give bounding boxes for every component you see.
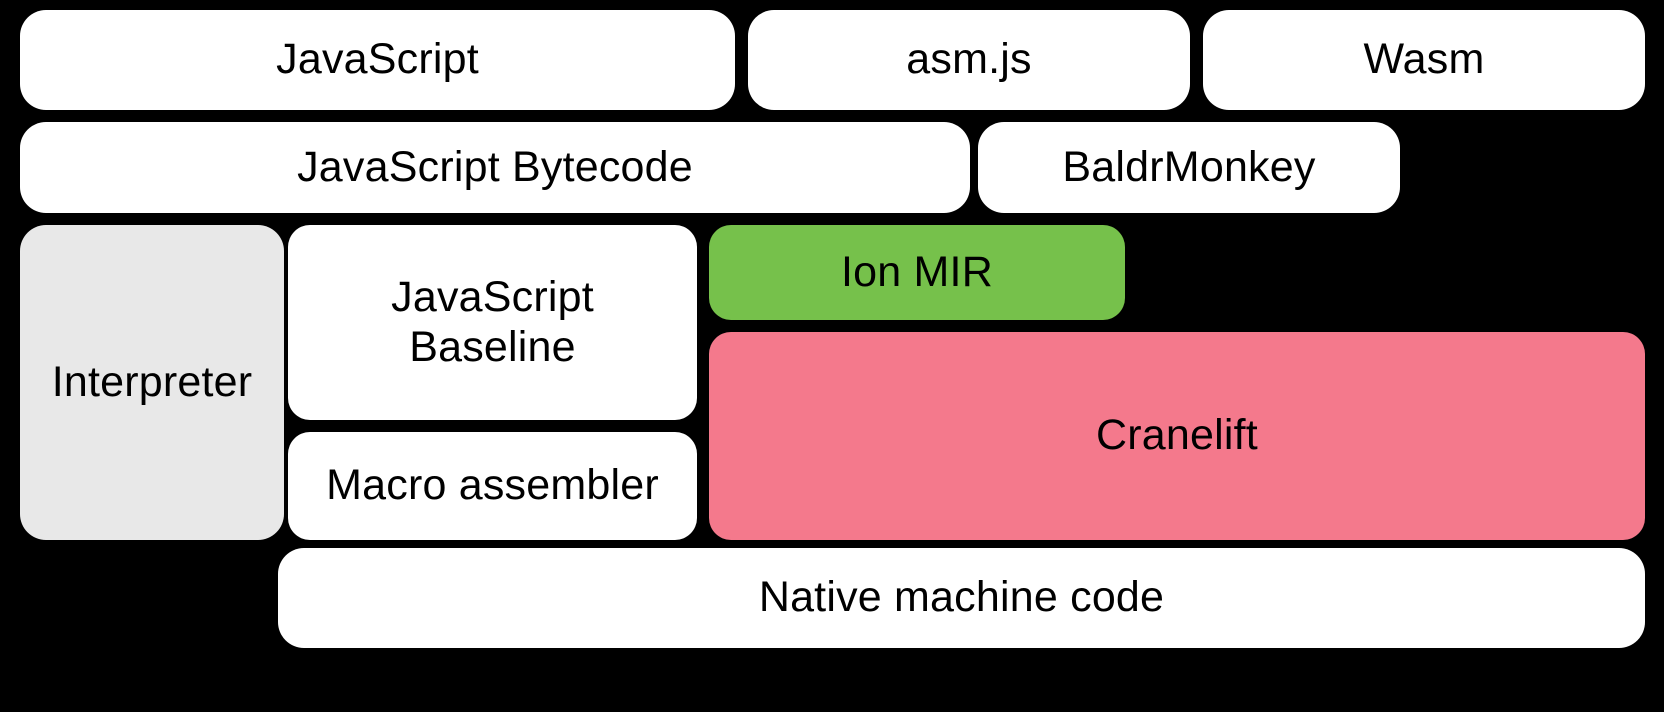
box-baldrmonkey: BaldrMonkey bbox=[978, 122, 1400, 213]
box-cranelift: Cranelift bbox=[709, 332, 1645, 540]
box-javascript: JavaScript bbox=[20, 10, 735, 110]
box-native-machine-code: Native machine code bbox=[278, 548, 1645, 648]
box-javascript-bytecode: JavaScript Bytecode bbox=[20, 122, 970, 213]
box-macro-assembler: Macro assembler bbox=[288, 432, 697, 540]
box-wasm: Wasm bbox=[1203, 10, 1645, 110]
box-javascript-baseline: JavaScript Baseline bbox=[288, 225, 697, 420]
box-interpreter: Interpreter bbox=[20, 225, 284, 540]
box-ion-mir: Ion MIR bbox=[709, 225, 1125, 320]
box-asmjs: asm.js bbox=[748, 10, 1190, 110]
